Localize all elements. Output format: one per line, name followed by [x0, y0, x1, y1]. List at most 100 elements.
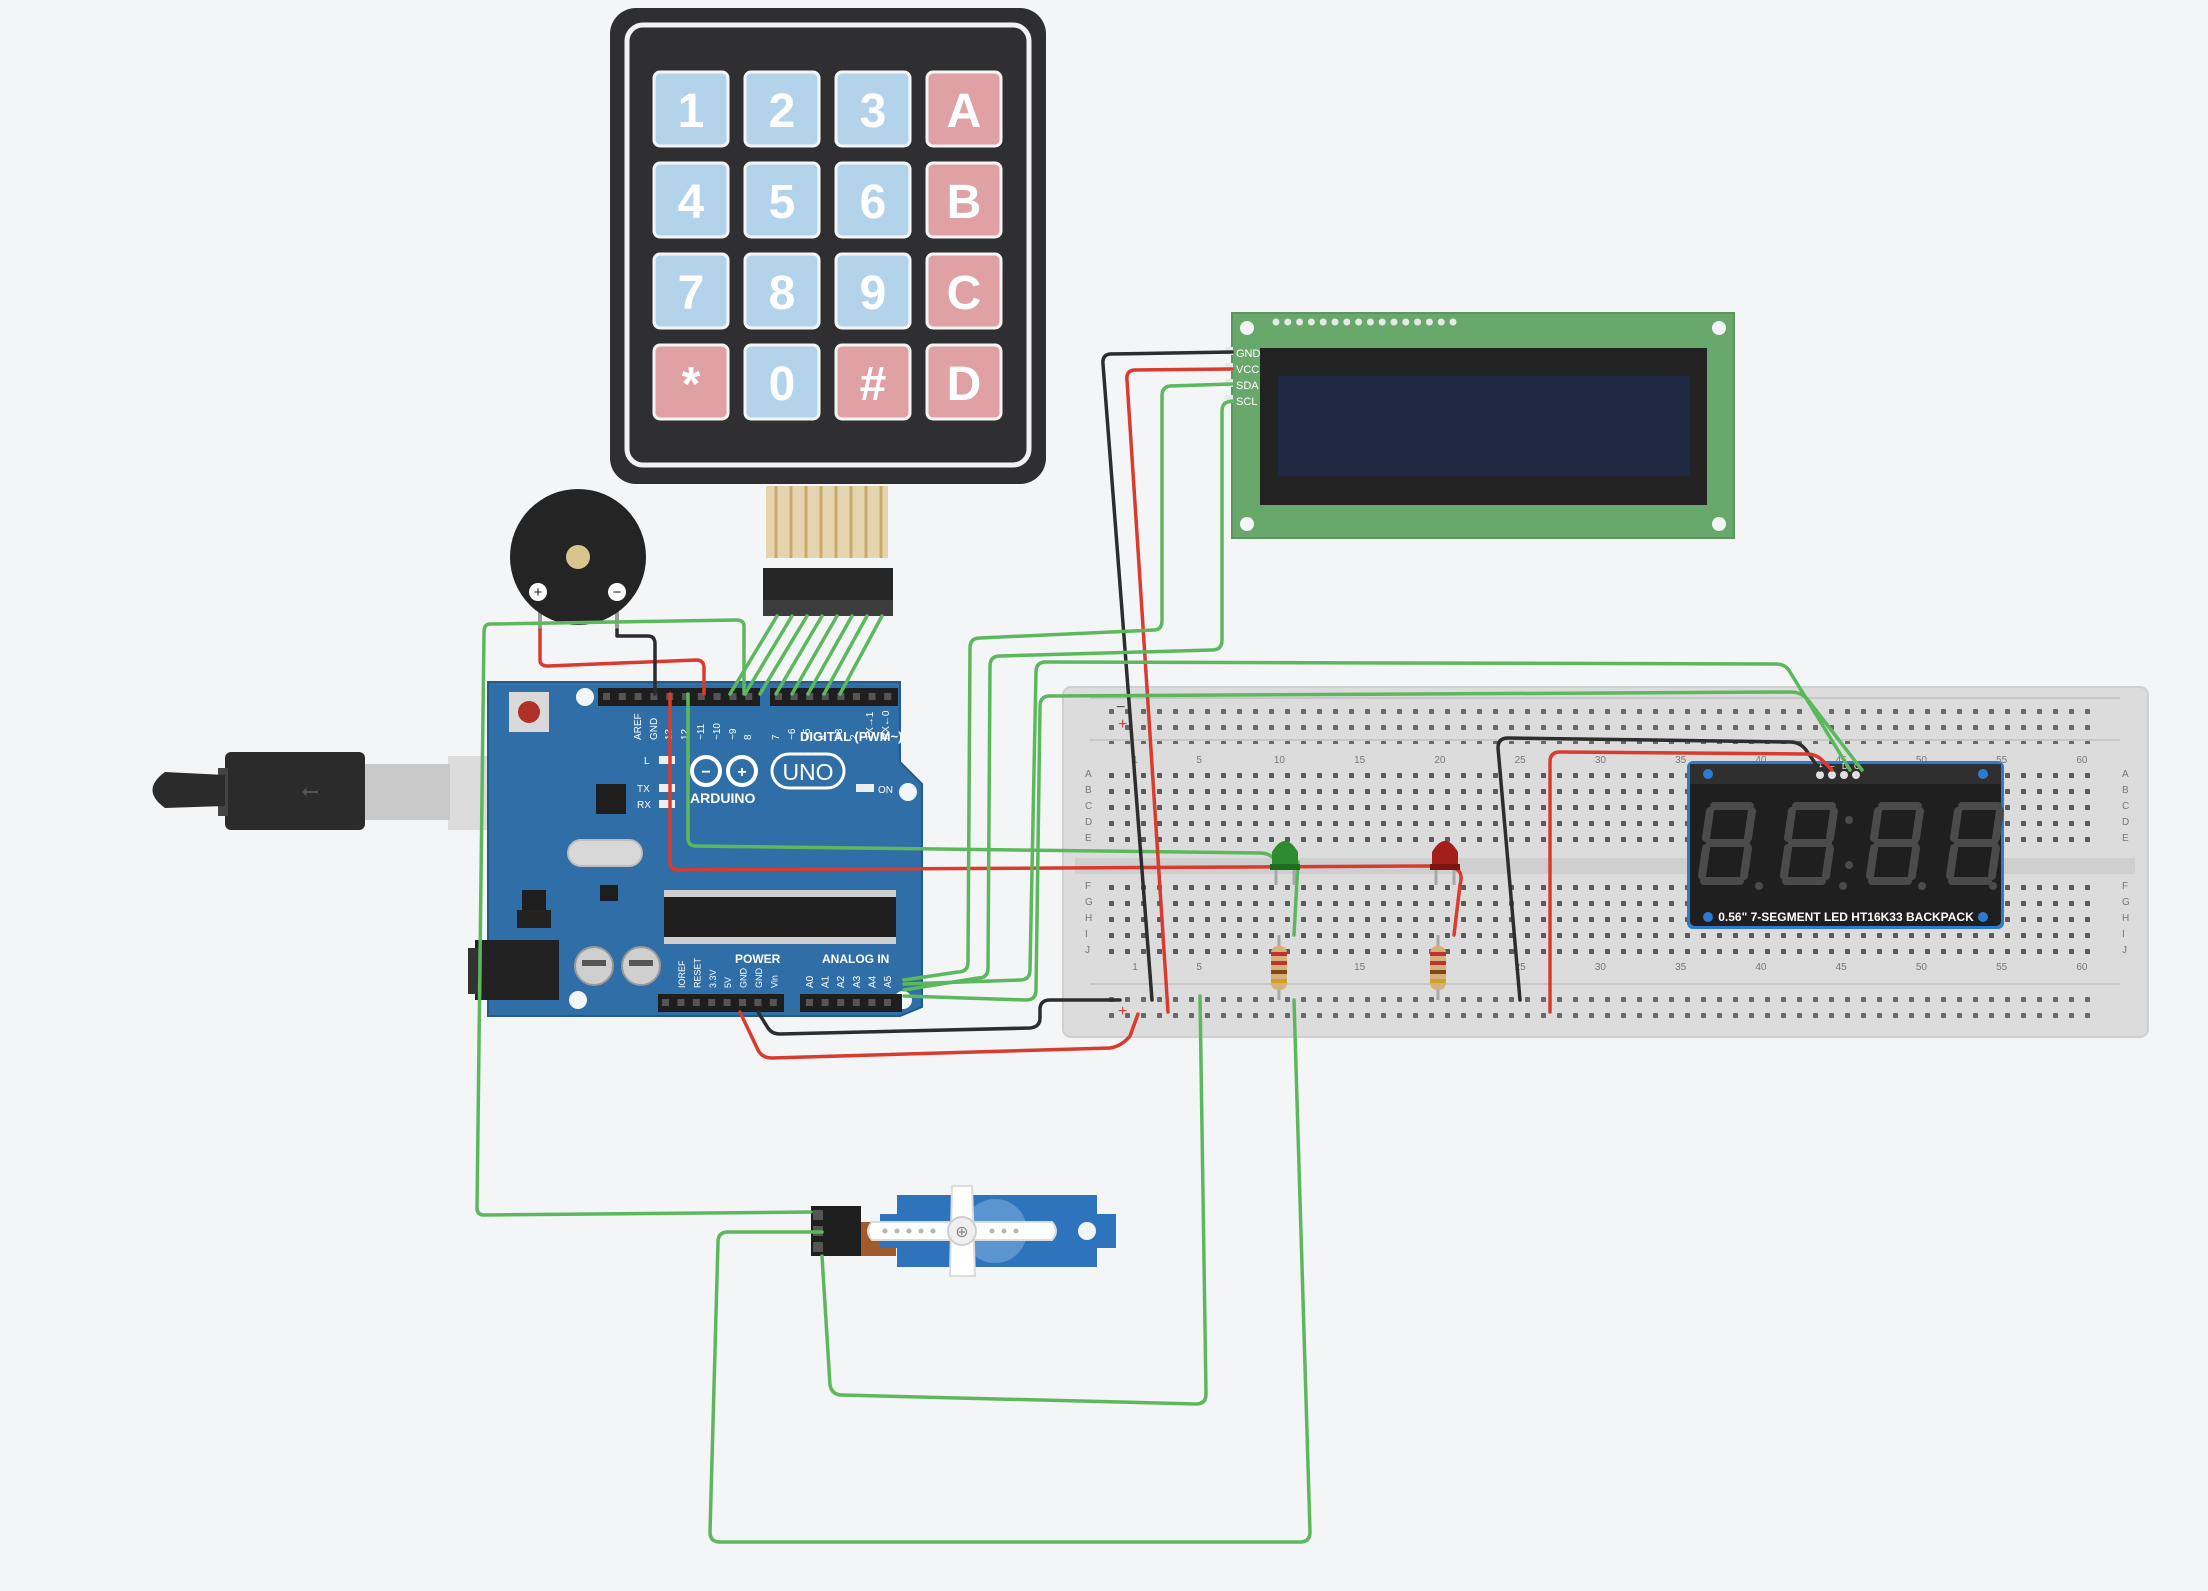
wire-keypad-4[interactable]	[774, 614, 824, 696]
breadboard-column-number: 60	[2076, 962, 2088, 973]
lcd-pin-label: VCC	[1236, 364, 1259, 376]
keypad-key[interactable]: A	[925, 70, 1003, 148]
wire-green-led-leg[interactable]	[1292, 860, 1300, 937]
seven-segment-digit	[1780, 802, 1838, 885]
dc-power-jack	[475, 940, 559, 1000]
keypad-key[interactable]: #	[834, 343, 912, 421]
arduino-pin-label: ~10	[712, 723, 723, 740]
led-red[interactable]	[1430, 841, 1460, 885]
breadboard-column-number: 35	[1675, 755, 1687, 766]
wire-lcd-sda[interactable]	[902, 382, 1234, 982]
breadboard-column-number: 10	[1274, 755, 1286, 766]
arduino-pin-label: ~5	[802, 728, 813, 740]
keypad-key-label: B	[947, 176, 982, 229]
breadboard-row-letter: A	[1085, 769, 1092, 780]
servo-motor[interactable]: ⊕	[811, 1185, 1116, 1277]
keypad-key[interactable]: 5	[743, 161, 821, 239]
keypad-key[interactable]: 8	[743, 252, 821, 330]
arduino-pin-label: GND	[649, 718, 660, 740]
keypad-key[interactable]: B	[925, 161, 1003, 239]
keypad-key[interactable]: 6	[834, 161, 912, 239]
keypad-key[interactable]: 7	[652, 252, 730, 330]
piezo-buzzer[interactable]: + −	[510, 489, 646, 630]
breadboard-column-number: 20	[1434, 755, 1446, 766]
breadboard-column-number: 60	[2076, 755, 2088, 766]
breadboard-column-number: 35	[1675, 962, 1687, 973]
uno-badge	[770, 752, 846, 790]
keypad-key[interactable]: 1	[652, 70, 730, 148]
keypad-key[interactable]: 2	[743, 70, 821, 148]
wire-keypad-7[interactable]	[822, 614, 869, 696]
arduino-pin-label: 8	[743, 734, 754, 740]
wire-buzzer-minus[interactable]	[615, 628, 657, 696]
resistor-2[interactable]	[1430, 935, 1446, 1000]
wire-seg-scl[interactable]	[902, 690, 1864, 1002]
wire-5v-rail[interactable]	[738, 1010, 1140, 1060]
wire-keypad-8[interactable]	[838, 614, 884, 696]
breadboard-column-number: 50	[1916, 755, 1928, 766]
breadboard-column-number: 40	[1755, 962, 1767, 973]
on-led-label: ON	[878, 785, 893, 796]
breadboard-row-letter: G	[1085, 897, 1093, 908]
wire-red-led[interactable]	[668, 692, 1434, 872]
wire-green-led[interactable]	[686, 692, 1277, 862]
wire-gnd-rail[interactable]	[756, 998, 1122, 1036]
led-green[interactable]	[1270, 841, 1300, 885]
keypad-key[interactable]: 0	[743, 343, 821, 421]
wire-keypad-6[interactable]	[806, 614, 854, 696]
analog-pin-label: A4	[867, 975, 878, 988]
digital-pwm-label: DIGITAL (PWM~)	[800, 729, 902, 744]
reset-button-cap[interactable]	[518, 701, 540, 723]
servo-screw-icon: ⊕	[955, 1224, 968, 1241]
lcd-pin-label: SCL	[1236, 396, 1257, 408]
resistor-1[interactable]	[1271, 935, 1287, 1000]
wire-lcd-vcc[interactable]	[1125, 367, 1234, 1014]
wire-seg-sda[interactable]	[902, 660, 1852, 986]
keypad-key[interactable]: 4	[652, 161, 730, 239]
rail-minus-top: −	[1116, 699, 1125, 716]
wire-keypad-5[interactable]	[790, 614, 839, 696]
led-l-label: L	[644, 756, 650, 767]
wires[interactable]	[475, 350, 1864, 1544]
arduino-logo: − +	[690, 755, 758, 787]
wire-keypad-3[interactable]	[758, 614, 809, 696]
wire-seg-gnd[interactable]	[1496, 736, 1822, 1002]
breadboard-row-letter: A	[2122, 769, 2129, 780]
breadboard-column-number: 30	[1595, 962, 1607, 973]
wire-buzzer-plus[interactable]	[538, 628, 706, 696]
wire-keypad-2[interactable]	[743, 614, 794, 696]
wire-keypad-1[interactable]	[728, 614, 779, 696]
keypad-key[interactable]: 9	[834, 252, 912, 330]
wire-seg-vcc[interactable]	[1548, 750, 1834, 1014]
seven-segment-digit	[1866, 802, 1924, 885]
wire-servo-signal[interactable]	[475, 618, 813, 1217]
lcd-mount-hole	[1712, 321, 1726, 335]
keypad-border	[624, 22, 1032, 468]
arduino-pin-label: ~6	[787, 728, 798, 740]
wire-lcd-gnd[interactable]	[1101, 350, 1234, 1002]
svg-text:−: −	[701, 764, 710, 781]
seven-segment-digits	[1698, 802, 2004, 885]
keypad-key[interactable]: D	[925, 343, 1003, 421]
wire-servo-ground[interactable]	[708, 998, 1312, 1544]
analog-in-label: ANALOG IN	[822, 952, 889, 966]
crystal-oscillator	[567, 839, 643, 867]
power-pin-label: 5V	[723, 977, 733, 988]
keypad-key[interactable]: 3	[834, 70, 912, 148]
breadboard-row-letter: B	[2122, 785, 2129, 796]
keypad-key[interactable]: C	[925, 252, 1003, 330]
wire-lcd-scl[interactable]	[902, 399, 1234, 992]
arduino-pin-label: ~9	[728, 728, 739, 740]
keypad-key-label: 5	[769, 176, 796, 229]
wire-servo-power[interactable]	[820, 994, 1208, 1406]
breadboard-row-letter: E	[2122, 833, 2129, 844]
keypad-key[interactable]: *	[652, 343, 730, 421]
breadboard-row-letter: I	[2122, 929, 2125, 940]
lcd-header-pins	[1272, 318, 1457, 326]
led-tx-label: TX	[637, 784, 650, 795]
